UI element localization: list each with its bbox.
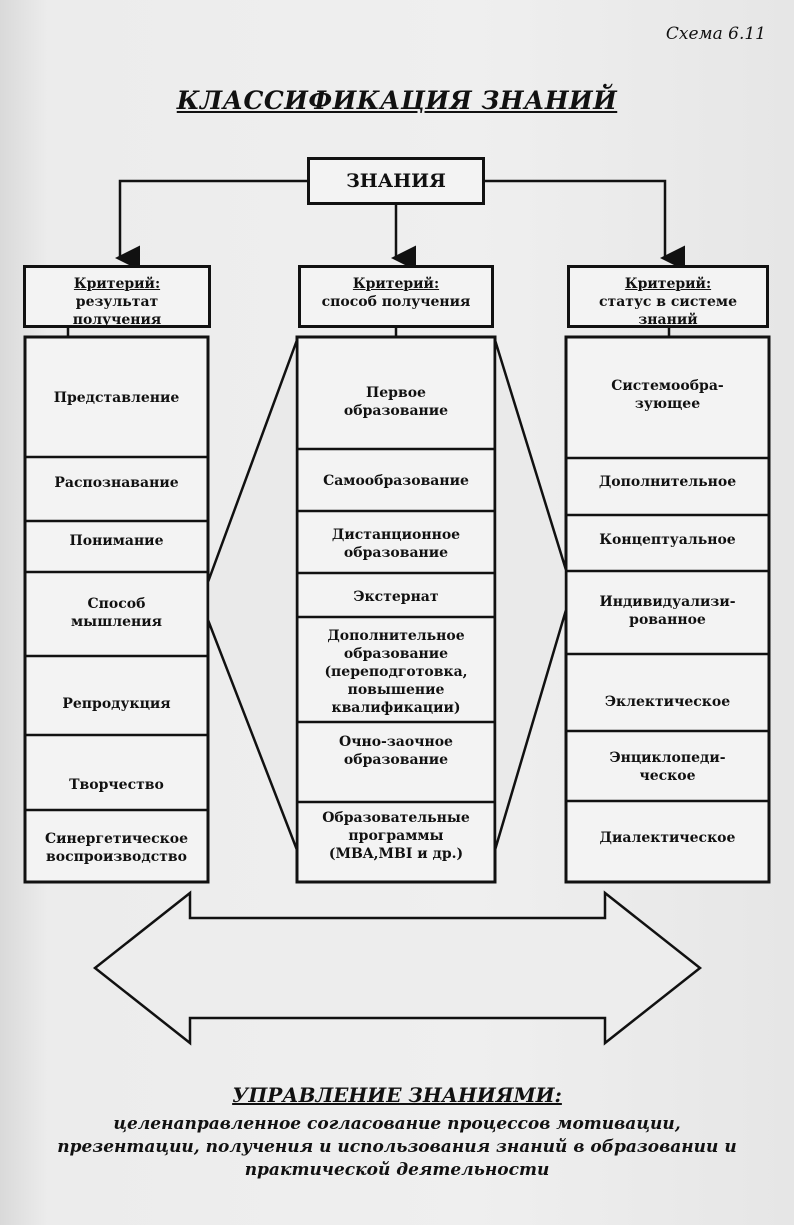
bottom-arrow (92, 890, 703, 1046)
root-node: ЗНАНИЯ (307, 157, 485, 205)
criterion-label: Критерий: (352, 276, 440, 292)
root-label: ЗНАНИЯ (346, 170, 446, 192)
criterion-text: статус в системе знаний (599, 294, 737, 328)
criterion-text: способ получения (321, 294, 471, 310)
list-item: Первое образование (343, 385, 449, 419)
list-item: Синергетическое воспроизводство (44, 831, 189, 865)
criterion-text: результат получения (72, 294, 162, 328)
criterion-label: Критерий: (624, 276, 712, 292)
list-item: Дистанционное образование (331, 527, 461, 561)
right-column-items: Системообра- зующее Дополнительное Конце… (566, 337, 769, 882)
criterion-box-status: Критерий: статус в системе знаний (567, 265, 769, 328)
list-item: Системообра- зующее (611, 378, 724, 412)
list-item: Репродукция (62, 696, 171, 712)
list-item: Дополнительное (598, 474, 737, 490)
list-item: Образовательные программы (MBA,MBI и др.… (322, 810, 470, 862)
middle-column-items: Первое образование Самообразование Диста… (297, 337, 495, 882)
right-column-box (564, 335, 771, 884)
list-item: Экстернат (353, 589, 439, 605)
left-column-items: Представление Распознавание Понимание Сп… (25, 337, 208, 882)
list-item: Индивидуализи- рованное (599, 594, 736, 628)
root-connectors (115, 179, 685, 271)
list-item: Дополнительное образование (переподготов… (324, 628, 468, 716)
page-title: КЛАССИФИКАЦИЯ ЗНАНИЙ (176, 86, 618, 115)
list-item: Понимание (69, 533, 164, 549)
criterion-box-result: Критерий: результат получения (23, 265, 211, 328)
scheme-number: Схема 6.11 (665, 24, 766, 44)
bottom-description: целенаправленное согласование процессов … (57, 1114, 737, 1180)
criterion-box-method: Критерий: способ получения (298, 265, 494, 328)
bottom-title: УПРАВЛЕНИЕ ЗНАНИЯМИ: (232, 1083, 562, 1107)
list-item: Самообразование (323, 473, 469, 489)
list-item: Распознавание (54, 475, 179, 491)
list-item: Концептуальное (599, 532, 736, 548)
list-item: Очно-заочное образование (339, 734, 453, 768)
right-chevron (493, 339, 568, 851)
list-item: Способ мышления (71, 596, 162, 630)
list-item: Представление (53, 390, 180, 406)
list-item: Диалектическое (599, 830, 736, 846)
list-item: Эклектическое (604, 694, 731, 710)
list-item: Энциклопеди- ческое (609, 750, 726, 784)
list-item: Творчество (69, 777, 164, 793)
criterion-label: Критерий: (73, 276, 161, 292)
left-chevron (206, 339, 299, 851)
